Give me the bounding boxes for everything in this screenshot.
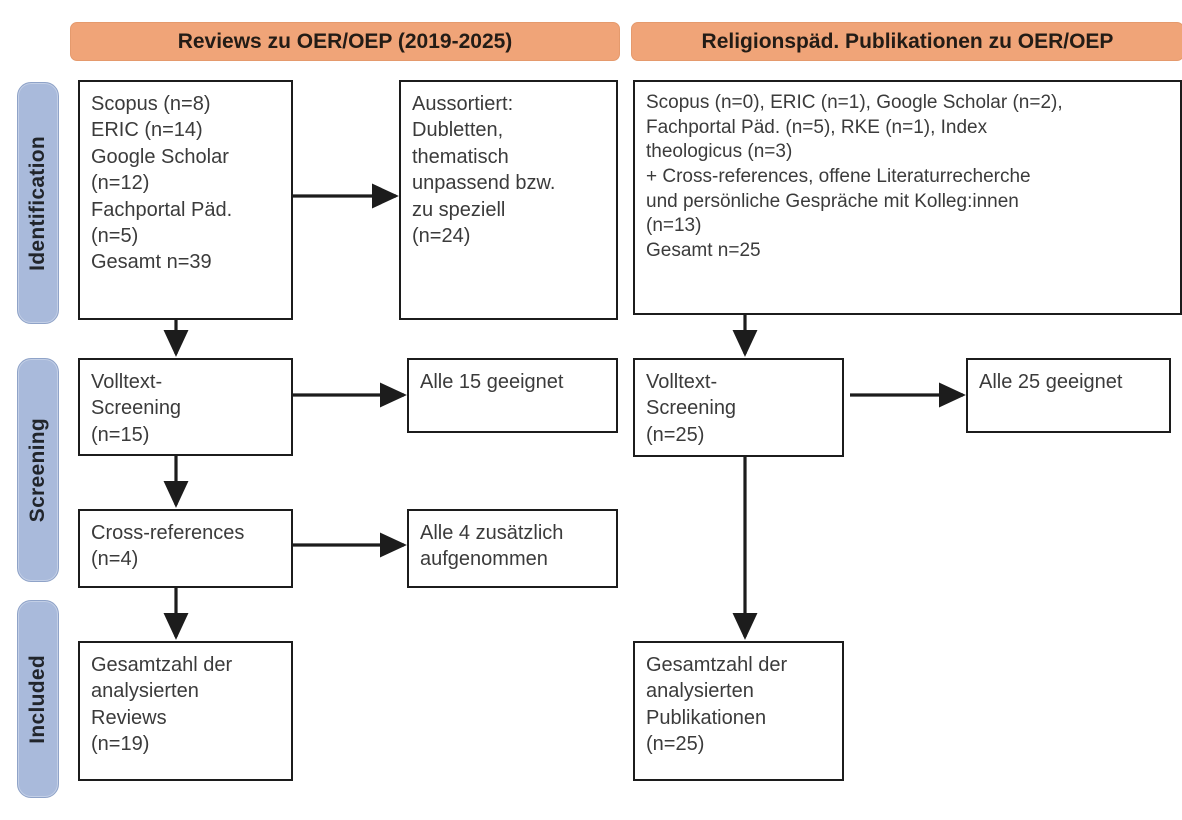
box-left-screening: Volltext- Screening (n=15) <box>78 358 293 456</box>
box-left-crossrefs: Cross-references (n=4) <box>78 509 293 588</box>
box-line: Screening <box>91 397 182 420</box>
box-line: ERIC (n=14) <box>91 119 203 142</box>
box-line: Fachportal Päd. (n=5), RKE (n=1), Index <box>646 116 988 138</box>
phase-label-included: Included <box>26 654 49 744</box>
box-line: Gesamt n=25 <box>646 240 761 262</box>
box-line: Volltext- <box>646 371 718 393</box>
box-line: (n=13) <box>646 215 702 237</box>
box-line: und persönliche Gespräche mit Kolleg:inn… <box>646 190 1019 212</box>
box-right-screening: Volltext- Screening (n=25) <box>633 358 844 457</box>
column-header-publications: Religionspäd. Publikationen zu OER/OEP <box>631 22 1182 61</box>
box-line: Scopus (n=0), ERIC (n=1), Google Scholar… <box>646 92 1063 113</box>
phase-label-identification: Identification <box>26 135 49 271</box>
column-header-reviews-label: Reviews zu OER/OEP (2019-2025) <box>177 29 513 53</box>
box-line: Publikationen <box>646 706 767 729</box>
box-right-included: Gesamtzahl der analysierten Publikatione… <box>633 641 844 781</box>
phase-pill-screening: Screening <box>17 358 59 582</box>
box-line: Alle 15 geeignet <box>420 371 564 393</box>
box-line: Cross-references <box>91 522 245 544</box>
column-header-reviews: Reviews zu OER/OEP (2019-2025) <box>70 22 620 61</box>
box-line: Scopus (n=8) <box>91 93 211 115</box>
box-line: analysierten <box>646 680 754 703</box>
column-header-publications-label: Religionspäd. Publikationen zu OER/OEP <box>701 29 1114 53</box>
box-line: Dubletten, <box>412 119 504 142</box>
box-line: zu speziell <box>412 198 506 221</box>
box-line: Gesamt n=39 <box>91 251 212 274</box>
box-line: (n=15) <box>91 423 150 446</box>
box-line: (n=25) <box>646 423 705 446</box>
box-line: Screening <box>646 397 737 420</box>
box-line: (n=5) <box>91 224 139 247</box>
box-line: Volltext- <box>91 371 163 393</box>
box-line: Google Scholar <box>91 145 229 168</box>
phase-pill-included: Included <box>17 600 59 798</box>
box-line: theologicus (n=3) <box>646 141 793 163</box>
box-line: (n=4) <box>91 548 139 571</box>
box-line: Reviews <box>91 706 167 729</box>
box-right-identification: Scopus (n=0), ERIC (n=1), Google Scholar… <box>633 80 1182 315</box>
box-line: + Cross-references, offene Literaturrech… <box>646 166 1031 188</box>
box-left-crossrefs-result: Alle 4 zusätzlich aufgenommen <box>407 509 618 588</box>
box-line: (n=12) <box>91 172 150 195</box>
phase-pill-identification: Identification <box>17 82 59 324</box>
box-left-identification: Scopus (n=8) ERIC (n=14) Google Scholar … <box>78 80 293 320</box>
box-line: analysierten <box>91 680 199 703</box>
box-line: Alle 25 geeignet <box>979 371 1123 393</box>
box-line: Aussortiert: <box>412 93 514 115</box>
box-line: Gesamtzahl der <box>646 654 788 676</box>
box-line: (n=24) <box>412 224 471 247</box>
box-line: Gesamtzahl der <box>91 654 233 676</box>
box-left-excluded: Aussortiert: Dubletten, thematisch unpas… <box>399 80 618 320</box>
box-line: (n=25) <box>646 733 705 756</box>
box-left-screening-result: Alle 15 geeignet <box>407 358 618 433</box>
box-line: Alle 4 zusätzlich <box>420 522 564 544</box>
box-left-included: Gesamtzahl der analysierten Reviews (n=1… <box>78 641 293 781</box>
box-line: Fachportal Päd. <box>91 198 233 221</box>
box-line: thematisch <box>412 145 509 168</box>
box-line: aufgenommen <box>420 548 548 571</box>
box-line: unpassend bzw. <box>412 172 556 195</box>
phase-label-screening: Screening <box>26 417 49 523</box>
box-line: (n=19) <box>91 733 150 756</box>
box-right-screening-result: Alle 25 geeignet <box>966 358 1171 433</box>
